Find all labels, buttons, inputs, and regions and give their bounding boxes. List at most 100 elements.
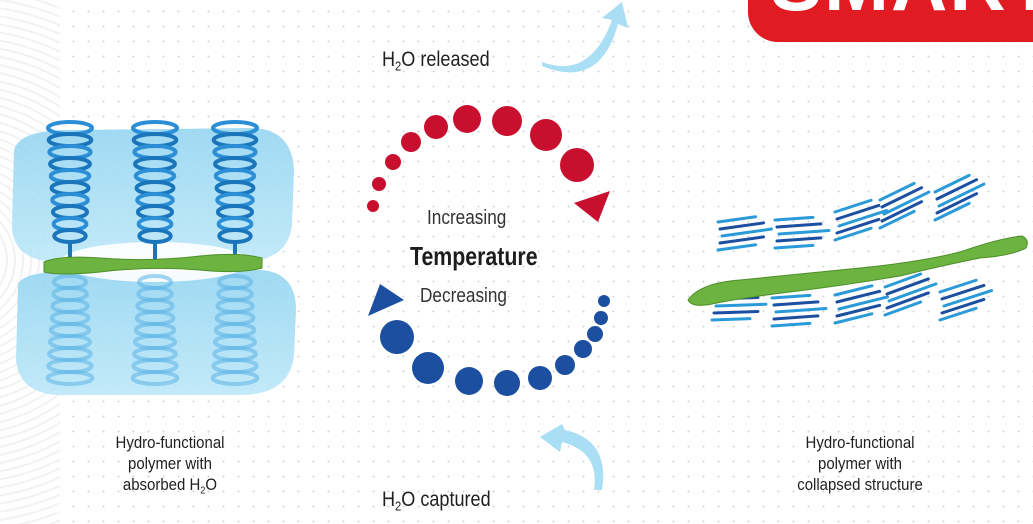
h2o-captured-sub: 2 [395, 498, 402, 514]
collapsed-stroke [833, 226, 873, 242]
collapsed-stroke [770, 293, 812, 300]
h2o-released-prefix: H [382, 48, 396, 71]
coil-ring-lower [45, 370, 95, 386]
collapsed-stroke [718, 235, 766, 245]
collapsed-stroke [933, 201, 971, 222]
collapsed-stroke [880, 200, 924, 223]
collapsed-stroke [885, 277, 930, 296]
collapsed-polymer-strokes [710, 173, 994, 328]
release-arrow [542, 2, 628, 73]
cycle-dot [530, 119, 562, 151]
collapsed-stroke [835, 289, 882, 304]
cycle-dot [401, 132, 421, 152]
polymer-backbone-right [687, 235, 1028, 306]
collapsed-stroke [835, 203, 881, 221]
collapsed-stroke [774, 307, 828, 314]
cycle-dot [587, 326, 603, 342]
collapsed-stroke [837, 295, 890, 311]
left-caption-line3-sub: 2 [200, 484, 206, 497]
cycle-dot [412, 352, 444, 384]
collapsed-stroke [716, 215, 758, 224]
collapsed-stroke [880, 186, 924, 209]
collapsed-stroke [835, 303, 882, 318]
collapsed-stroke [773, 215, 815, 222]
collapsed-stroke [716, 243, 758, 252]
temperature-label: Temperature [410, 241, 538, 271]
cycle-dot [574, 340, 592, 358]
collapsed-stroke [883, 300, 923, 317]
collapsed-stroke [777, 229, 831, 236]
collapsed-stroke [718, 221, 766, 231]
cycle-dot [372, 177, 386, 191]
collapsed-stroke [942, 289, 994, 308]
cold-arrowhead [368, 284, 404, 316]
collapsed-stroke [887, 282, 938, 303]
h2o-released-suffix: O released [401, 48, 490, 71]
collapsed-stroke [935, 192, 979, 215]
collapsed-stroke [772, 300, 820, 307]
collapsed-stroke [933, 173, 971, 194]
collapsed-stroke [937, 182, 986, 208]
collapsed-stroke [775, 222, 823, 229]
right-caption-line3: collapsed structure [797, 475, 923, 494]
collapsed-stroke [833, 312, 874, 325]
collapsed-stroke [773, 243, 815, 250]
right-caption: Hydro-functional polymer with collapsed … [763, 432, 957, 495]
cycle-dot [555, 355, 575, 375]
coil-ring-lower [210, 370, 260, 386]
left-caption: Hydro-functional polymer with absorbed H… [73, 432, 267, 502]
h2o-captured-prefix: H [382, 488, 396, 511]
left-caption-line3: absorbed H2O [73, 474, 267, 502]
collapsed-stroke [835, 217, 881, 235]
left-caption-line1: Hydro-functional [115, 433, 225, 452]
cycle-dot [598, 295, 610, 307]
brand-badge: SMART [748, 0, 1033, 42]
collapsed-stroke [883, 272, 923, 289]
collapsed-stroke [938, 278, 978, 294]
cycle-dot [492, 106, 522, 136]
right-caption-line2: polymer with [818, 454, 902, 473]
temperature-cycle-dots [367, 105, 610, 396]
cycle-dot [560, 148, 594, 182]
left-caption-line2: polymer with [128, 454, 212, 473]
collapsed-stroke [837, 209, 889, 228]
collapsed-stroke [938, 306, 978, 322]
left-caption-line3-prefix: absorbed H [122, 475, 201, 494]
collapsed-stroke [775, 236, 823, 243]
h2o-released-label: H2O released [382, 48, 490, 74]
collapsed-stroke [878, 181, 916, 202]
cycle-dot [424, 115, 448, 139]
collapsed-stroke [772, 314, 820, 321]
hot-arrowhead [574, 191, 610, 222]
cycle-dot [385, 154, 401, 170]
cycle-dot [528, 366, 552, 390]
collapsed-stroke [885, 291, 930, 310]
capture-arrow [540, 424, 604, 490]
coil-ring-lower [130, 370, 180, 386]
h2o-released-sub: 2 [395, 58, 402, 74]
cycle-dot [367, 200, 379, 212]
collapsed-stroke [878, 209, 916, 230]
cycle-dot [494, 370, 520, 396]
polymer-backbone-left [43, 253, 263, 275]
left-caption-line3-suffix: O [205, 475, 218, 494]
right-caption-line1: Hydro-functional [805, 433, 915, 452]
cycle-dot [453, 105, 481, 133]
collapsed-stroke [882, 190, 931, 216]
h2o-captured-suffix: O captured [401, 488, 491, 511]
polymer-coils-left [45, 120, 260, 386]
collapsed-stroke [714, 302, 768, 308]
collapsed-stroke [940, 283, 986, 301]
cycle-dot [594, 311, 608, 325]
collapsed-stroke [833, 198, 873, 214]
cycle-dot [455, 367, 483, 395]
collapsed-stroke [712, 309, 760, 315]
increasing-label: Increasing [427, 207, 507, 229]
collapsed-stroke [940, 297, 986, 315]
collapsed-stroke [710, 317, 752, 322]
h2o-captured-label: H2O captured [382, 488, 491, 514]
collapsed-stroke [720, 227, 774, 238]
collapsed-stroke [770, 321, 812, 328]
collapsed-stroke [935, 178, 979, 201]
